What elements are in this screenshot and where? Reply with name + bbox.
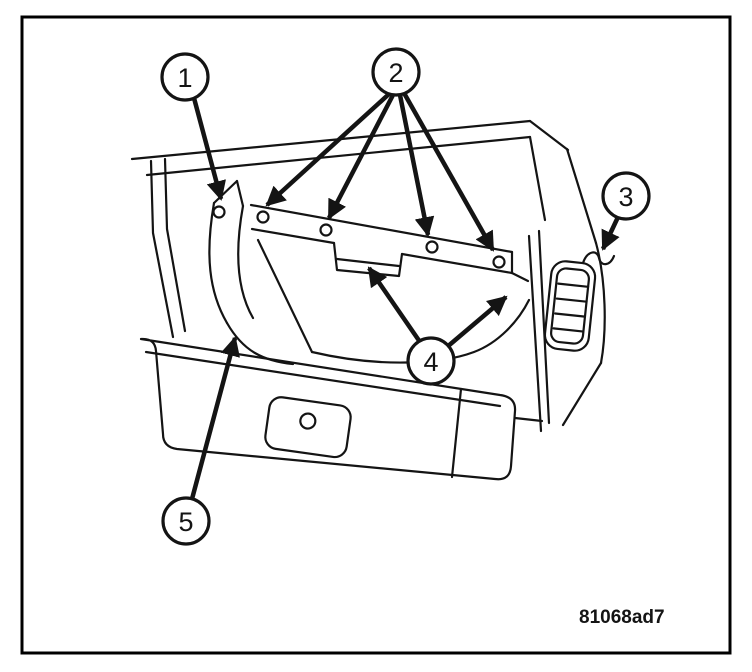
callout-4: 4: [406, 336, 456, 386]
latch-button: [299, 412, 317, 430]
figure-code: 81068ad7: [579, 607, 665, 628]
figure-border: [20, 15, 732, 655]
callout-1: 1: [160, 52, 210, 102]
bracket-spike-right: [235, 179, 245, 208]
callout-2-label: 2: [388, 58, 403, 88]
cavity-bottom-sweep: [310, 298, 531, 364]
vent-slat: [554, 312, 587, 318]
right-pillar: [527, 147, 606, 433]
clip-hole: [319, 223, 333, 237]
clip-hole: [212, 205, 226, 219]
arrow-callout-4b: [445, 295, 508, 349]
clip-hole: [492, 255, 506, 269]
vent-slat: [555, 297, 588, 303]
arrow-callout-3: [600, 216, 621, 251]
callout-3-circle: [601, 171, 651, 221]
door-top-lip: [144, 350, 502, 408]
vent-slat: [557, 282, 590, 288]
arrow-callout-2a: [265, 92, 391, 207]
latch-handle: [264, 396, 352, 459]
arrow-callout-2d: [402, 91, 495, 252]
opening-cavity: [256, 238, 531, 364]
notch-face-line: [335, 257, 401, 268]
left-edge-inner: [163, 157, 187, 333]
callout-5-label: 5: [178, 507, 193, 537]
callout-2: 2: [371, 47, 421, 97]
bracket-curve-left: [208, 201, 229, 325]
glove-box-door: [139, 337, 544, 481]
callout-1-circle: [160, 52, 210, 102]
rail-lower-edge-left: [250, 227, 336, 245]
rail-upper-edge: [249, 203, 514, 254]
rail-to-pillar: [510, 271, 530, 283]
vent-inner: [550, 267, 590, 345]
dash-top-edge: [130, 119, 570, 222]
wire-squiggle: [581, 251, 616, 266]
arrow-callout-2b: [327, 93, 395, 220]
arrow-callout-1: [191, 97, 226, 201]
arrow-callout-4a: [367, 266, 422, 344]
dash-line-art: [130, 119, 616, 481]
callout-4-label: 4: [423, 347, 438, 377]
door-outline: [139, 337, 517, 481]
callout-3: 3: [601, 171, 651, 221]
pillar-line-right: [537, 229, 551, 425]
callout-2-circle: [371, 47, 421, 97]
opening-top-rail: [249, 203, 530, 283]
dash-right-slope: [528, 135, 547, 222]
rail-lower-edge-right: [400, 252, 514, 275]
arrow-callout-2c: [397, 94, 435, 237]
dash-top-line-outer: [130, 119, 532, 161]
callout-5-circle: [161, 496, 211, 546]
bezel-bottom-edge: [561, 361, 603, 427]
callout-5: 5: [161, 496, 211, 546]
pillar-line-left: [527, 234, 543, 433]
callout-arrows: [189, 91, 621, 500]
latch-recess: [264, 396, 352, 459]
bracket-to-door-curve: [225, 321, 295, 366]
clip-hole: [425, 240, 439, 254]
bezel-top-edge: [565, 147, 598, 245]
callout-1-label: 1: [177, 63, 192, 93]
bracket-curve-right: [237, 204, 255, 320]
left-edge-outer: [149, 159, 175, 339]
callout-4-circle: [406, 336, 456, 386]
clip-hole: [256, 210, 270, 224]
arrow-callout-5: [189, 336, 240, 500]
windshield-pillar-line: [528, 119, 570, 152]
vent-outer: [543, 260, 597, 352]
door-to-pillar: [513, 416, 544, 423]
vent-grille: [543, 260, 597, 352]
cavity-left-diagonal: [256, 238, 314, 354]
left-mounting-bracket: [208, 179, 295, 366]
door-end-cap: [450, 387, 463, 479]
vent-slat: [552, 327, 585, 333]
callout-3-label: 3: [618, 182, 633, 212]
dash-left-edge: [149, 157, 187, 339]
